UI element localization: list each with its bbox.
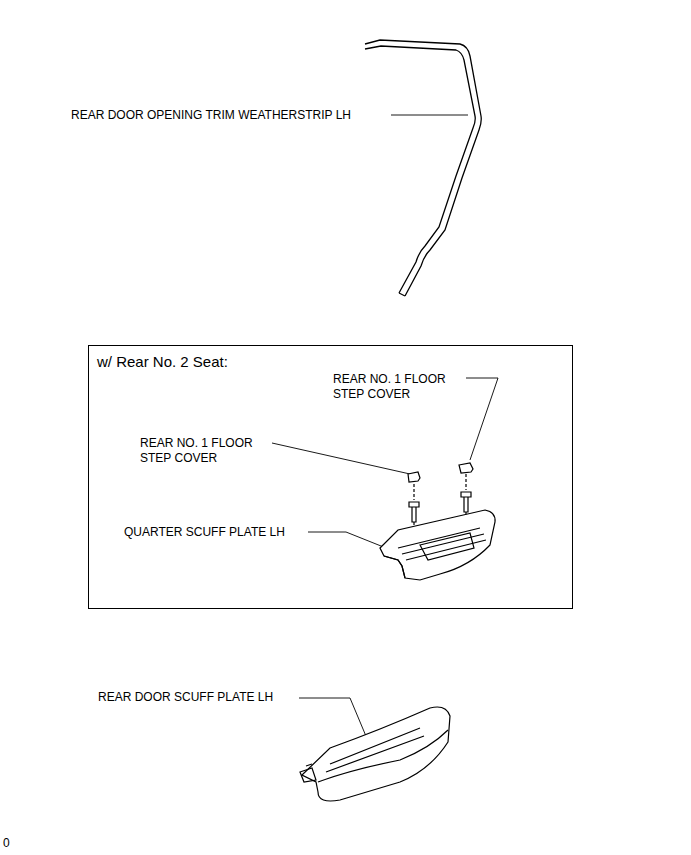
figure-number: 0 <box>3 836 10 851</box>
part-name: REAR NO. 1 FLOOR STEP COVER <box>333 372 451 402</box>
part-name: QUARTER SCUFF PLATE LH <box>124 525 285 540</box>
part-name: REAR NO. 1 FLOOR STEP COVER <box>140 436 258 466</box>
condition-heading: w/ Rear No. 2 Seat: <box>97 353 564 371</box>
part-name: REAR DOOR OPENING TRIM WEATHERSTRIP LH <box>71 108 351 123</box>
option-frame: w/ Rear No. 2 Seat: <box>88 345 573 609</box>
part-name: REAR DOOR SCUFF PLATE LH <box>98 690 273 705</box>
